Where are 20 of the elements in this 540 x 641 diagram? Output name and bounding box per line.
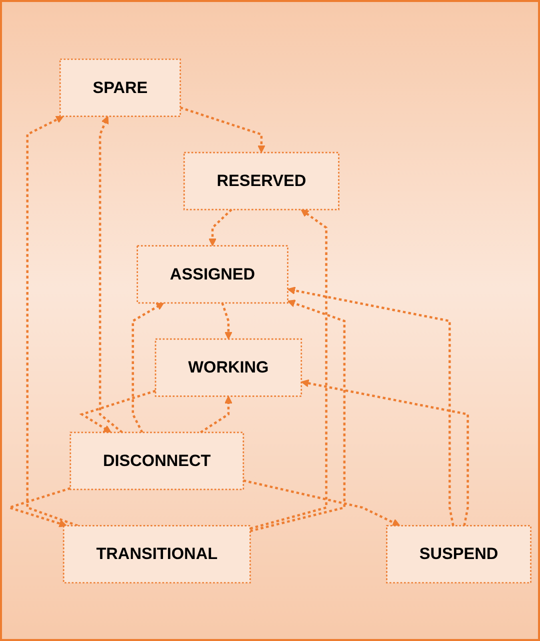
node-box: SPARE [59, 58, 181, 116]
arrow [200, 395, 232, 433]
node-box: DISCONNECT [70, 431, 244, 490]
node-box: SUSPEND [386, 524, 532, 583]
arrow [79, 389, 156, 432]
arrow [300, 378, 469, 526]
arrow [132, 302, 164, 432]
node-box: TRANSITIONAL [62, 524, 251, 583]
arrow [250, 208, 328, 530]
node-box: ASSIGNED [136, 244, 288, 304]
arrow [221, 302, 232, 339]
arrow [26, 115, 78, 526]
arrow [287, 286, 454, 526]
node-box: WORKING [154, 338, 302, 396]
arrow [250, 299, 346, 532]
node-box: RESERVED [183, 151, 340, 210]
arrow [243, 478, 400, 526]
arrow [180, 106, 266, 152]
arrow [208, 208, 232, 246]
arrow [98, 115, 123, 433]
